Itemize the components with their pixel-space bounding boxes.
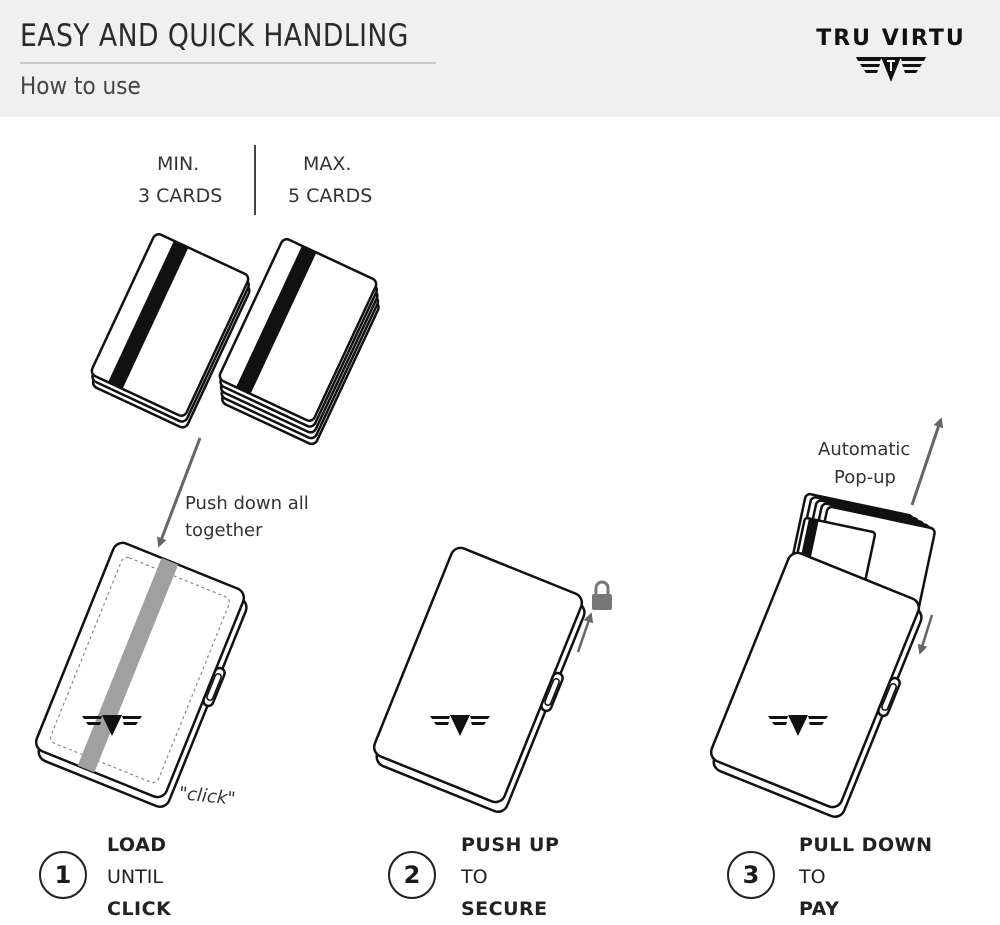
wallet-step3-icon xyxy=(709,492,936,818)
min-cards-value: 3 CARDS xyxy=(138,185,223,207)
step-3-label: PULL DOWN TO PAY xyxy=(799,829,932,925)
step-3-line3: PAY xyxy=(799,898,840,920)
max-label: MAX. xyxy=(303,153,352,175)
brand-emblem-icon xyxy=(856,57,926,82)
five-card-stack-icon xyxy=(218,238,380,446)
step-2-line2: TO xyxy=(461,866,488,888)
popup-caption-2: Pop-up xyxy=(834,467,896,488)
pull-down-arrow xyxy=(917,614,934,655)
header-banner xyxy=(0,0,1000,117)
step-1-number: 1 xyxy=(39,851,87,899)
title-divider xyxy=(20,62,436,64)
wallet-step2-logo-icon xyxy=(430,715,490,736)
wallet-step1-icon xyxy=(34,541,248,808)
step-2-number: 2 xyxy=(388,851,436,899)
popup-caption: Automatic xyxy=(818,439,911,460)
step-3-line2: TO xyxy=(799,866,826,888)
limits-divider xyxy=(254,145,256,215)
step-1-line2: UNTIL xyxy=(107,866,163,888)
push-up-arrow xyxy=(576,612,594,653)
step-2-line1: PUSH UP xyxy=(461,834,560,856)
wallet-step2-icon xyxy=(372,546,586,813)
three-card-stack-icon xyxy=(90,233,251,429)
wallet-step3-logo-icon xyxy=(768,715,828,736)
step-1-line1: LOAD xyxy=(107,834,167,856)
step-3-number: 3 xyxy=(727,851,775,899)
max-cards-value: 5 CARDS xyxy=(288,185,373,207)
page-title: EASY AND QUICK HANDLING xyxy=(20,18,409,54)
min-label: MIN. xyxy=(157,153,200,175)
push-down-caption: Push down all xyxy=(185,493,309,514)
page-subtitle: How to use xyxy=(20,72,141,100)
step-3-line1: PULL DOWN xyxy=(799,834,933,856)
step-1-label: LOAD UNTIL CLICK xyxy=(107,829,171,925)
brand-logo-text: TRU VIRTU xyxy=(816,26,966,51)
push-down-arrow xyxy=(157,437,202,548)
popup-arrow xyxy=(910,417,944,506)
wallet-step1-logo-icon xyxy=(82,715,142,736)
lock-icon xyxy=(592,580,612,610)
step-1-line3: CLICK xyxy=(107,898,172,920)
push-down-caption-2: together xyxy=(185,520,263,541)
step-2-label: PUSH UP TO SECURE xyxy=(461,829,559,925)
step-2-line3: SECURE xyxy=(461,898,548,920)
